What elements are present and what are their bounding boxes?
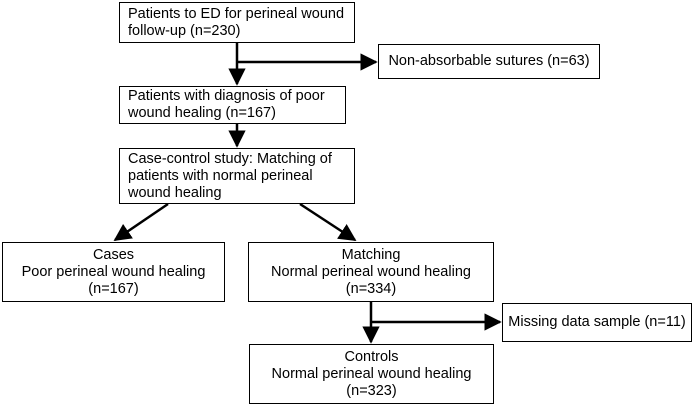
case-control-line-3: wound healing <box>128 184 222 201</box>
cases-line-3: (n=167) <box>88 280 139 297</box>
case-control-box: Case-control study: Matching of patients… <box>119 148 355 204</box>
non-absorbable-box: Non-absorbable sutures (n=63) <box>378 44 600 79</box>
matching-box: Matching Normal perineal wound healing (… <box>248 242 494 302</box>
controls-line-3: (n=323) <box>346 382 397 399</box>
matching-line-3: (n=334) <box>345 280 397 297</box>
poor-healing-diagnosis-box: Patients with diagnosis of poor wound he… <box>119 86 346 124</box>
non-absorbable-text: Non-absorbable sutures (n=63) <box>388 53 590 69</box>
arrow-to-cases <box>113 202 169 242</box>
poor-healing-diagnosis-line-1: Patients with diagnosis of poor <box>128 88 325 104</box>
cases-line-2: Poor perineal wound healing <box>21 263 206 280</box>
missing-data-box: Missing data sample (n=11) <box>502 303 692 342</box>
arrow-to-matching <box>299 202 357 242</box>
controls-line-1: Controls <box>344 348 399 365</box>
controls-line-2: Normal perineal wound healing <box>271 365 472 382</box>
poor-healing-diagnosis-line-2: wound healing (n=167) <box>128 105 276 121</box>
patients-ed-box: Patients to ED for perineal wound follow… <box>119 2 355 43</box>
case-control-line-1: Case-control study: Matching of <box>128 150 332 167</box>
patients-ed-line-1: Patients to ED for perineal wound <box>128 5 345 22</box>
patients-ed-line-2: follow-up (n=230) <box>128 22 241 39</box>
matching-line-1: Matching <box>341 246 401 263</box>
controls-box: Controls Normal perineal wound healing (… <box>249 344 494 404</box>
case-control-line-2: patients with normal perineal <box>128 167 313 184</box>
cases-box: Cases Poor perineal wound healing (n=167… <box>2 242 225 302</box>
cases-line-1: Cases <box>92 246 135 263</box>
missing-data-text: Missing data sample (n=11) <box>508 314 686 330</box>
matching-line-2: Normal perineal wound healing <box>271 263 471 280</box>
